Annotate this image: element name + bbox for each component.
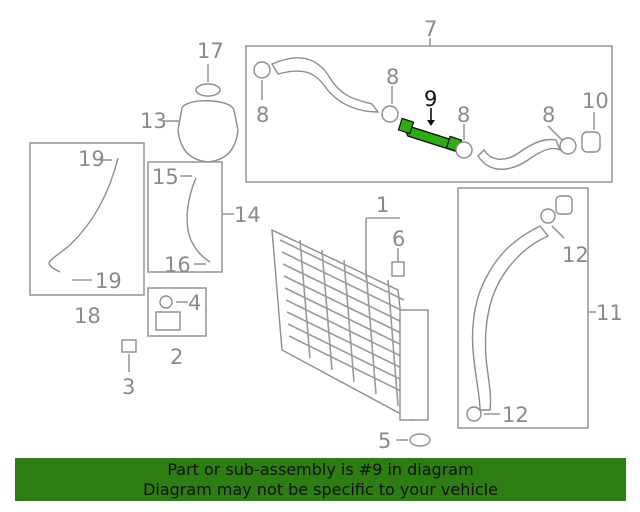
callout-8d[interactable]: 8 — [542, 103, 555, 127]
cap-5 — [409, 433, 431, 447]
hose-clamp-8a — [253, 61, 271, 79]
callout-11[interactable]: 11 — [596, 301, 623, 325]
callout-8c[interactable]: 8 — [457, 103, 470, 127]
callout-16[interactable]: 16 — [164, 253, 191, 277]
info-banner: Part or sub-assembly is #9 in diagram Di… — [15, 458, 626, 501]
lower-hose — [471, 225, 550, 411]
bracket-box-2 — [147, 287, 207, 337]
radiator — [271, 228, 429, 422]
hose-fitting-10 — [581, 131, 601, 153]
callout-15[interactable]: 15 — [152, 165, 179, 189]
hose-box-14 — [147, 161, 223, 273]
reservoir-cap — [195, 83, 221, 97]
callout-2[interactable]: 2 — [170, 345, 183, 369]
upper-hose-left — [270, 57, 380, 113]
upper-hose-right — [477, 138, 562, 170]
banner-line-2: Diagram may not be specific to your vehi… — [143, 480, 498, 499]
callout-8b[interactable]: 8 — [386, 65, 399, 89]
hose-clamp-8b — [381, 105, 399, 123]
banner-line-1: Part or sub-assembly is #9 in diagram — [167, 460, 474, 479]
bolt-3 — [121, 339, 137, 353]
callout-18[interactable]: 18 — [74, 304, 101, 328]
callout-17[interactable]: 17 — [197, 39, 224, 63]
hose-box-18 — [29, 142, 145, 296]
hose-fitting-top — [555, 195, 573, 215]
parts-diagram: 7 8 8 9 8 8 10 17 13 19 19 18 15 16 14 — [29, 17, 623, 453]
callout-13[interactable]: 13 — [140, 109, 167, 133]
hose-box-11 — [457, 187, 589, 429]
callout-19b[interactable]: 19 — [95, 269, 122, 293]
callout-1[interactable]: 1 — [376, 193, 389, 217]
callout-8a[interactable]: 8 — [256, 103, 269, 127]
bypass-hose — [186, 177, 211, 263]
callout-14[interactable]: 14 — [234, 203, 261, 227]
hose-clamp-8d — [559, 137, 577, 155]
coolant-reservoir — [177, 100, 239, 163]
callout-6[interactable]: 6 — [392, 227, 405, 251]
callout-3[interactable]: 3 — [122, 375, 135, 399]
hose-clamp-8c — [455, 141, 473, 159]
callout-10[interactable]: 10 — [582, 89, 609, 113]
bushing-4 — [159, 295, 173, 309]
callout-12b[interactable]: 12 — [502, 403, 529, 427]
callout-19a[interactable]: 19 — [78, 147, 105, 171]
callout-9[interactable]: 9 — [424, 87, 437, 111]
callout-5[interactable]: 5 — [378, 429, 391, 453]
callout-12a[interactable]: 12 — [562, 243, 589, 267]
overflow-hose — [48, 157, 119, 273]
callout-7[interactable]: 7 — [424, 17, 437, 41]
bracket-6 — [391, 261, 405, 277]
part-9-pipe[interactable] — [397, 117, 463, 154]
hose-clamp-12b — [466, 406, 482, 422]
hose-clamp-12a — [540, 208, 556, 224]
callout-4[interactable]: 4 — [188, 291, 201, 315]
bracket — [155, 311, 181, 331]
hose-group-box — [245, 45, 613, 183]
